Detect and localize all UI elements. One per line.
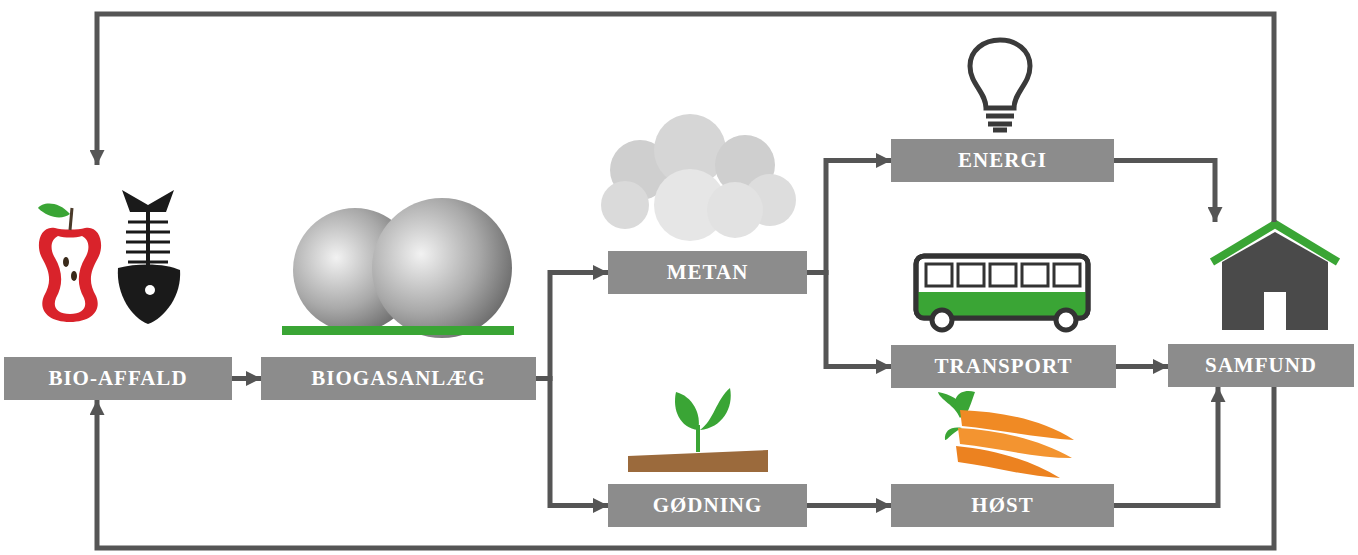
- flow-arrow: [536, 273, 608, 379]
- flow-arrow: [807, 273, 891, 367]
- node-label: BIO-AFFALD: [48, 366, 187, 391]
- flow-node: GØDNING: [608, 484, 807, 527]
- carrots: [938, 391, 1074, 478]
- house: [1212, 224, 1338, 330]
- node-label: GØDNING: [653, 493, 763, 518]
- biogas-domes: [282, 198, 514, 338]
- node-label: BIOGASANLÆG: [311, 366, 485, 391]
- label-box: METAN: [608, 251, 807, 294]
- label-box: SAMFUND: [1168, 344, 1354, 387]
- node-label: ENERGI: [958, 148, 1047, 173]
- methane-cloud: [601, 114, 796, 241]
- label-box: HØST: [891, 484, 1114, 527]
- flow-arrow: [232, 376, 261, 381]
- flow-arrow: [536, 379, 608, 506]
- flow-node: HØST: [891, 484, 1114, 527]
- flow-node: SAMFUND: [1168, 222, 1354, 387]
- flow-arrow: [97, 387, 1274, 548]
- bus: [916, 256, 1088, 330]
- node-label: SAMFUND: [1205, 353, 1317, 378]
- flow-node: BIOGASANLÆG: [261, 357, 536, 400]
- node-label: METAN: [667, 260, 749, 285]
- label-box: ENERGI: [891, 139, 1114, 182]
- flow-node: TRANSPORT: [891, 344, 1116, 388]
- fish-skeleton: [118, 190, 180, 324]
- node-label: TRANSPORT: [935, 354, 1073, 379]
- flow-arrow: [1114, 161, 1215, 223]
- flow-node: ENERGI: [891, 138, 1114, 182]
- flow-arrow: [807, 503, 891, 508]
- flow-node: BIO-AFFALD: [4, 165, 232, 400]
- node-label: HØST: [971, 493, 1033, 518]
- label-box: BIOGASANLÆG: [261, 357, 536, 400]
- label-box: GØDNING: [608, 484, 807, 527]
- label-box: BIO-AFFALD: [4, 357, 232, 400]
- label-box: TRANSPORT: [891, 345, 1116, 388]
- apple-core: [38, 203, 101, 322]
- flow-node: METAN: [608, 251, 807, 294]
- light-bulb: [970, 40, 1030, 130]
- flow-arrow: [97, 14, 1274, 222]
- seedling: [628, 388, 768, 472]
- flow-arrow: [1114, 387, 1218, 506]
- flow-arrow: [807, 161, 891, 273]
- flow-arrow: [1116, 364, 1168, 369]
